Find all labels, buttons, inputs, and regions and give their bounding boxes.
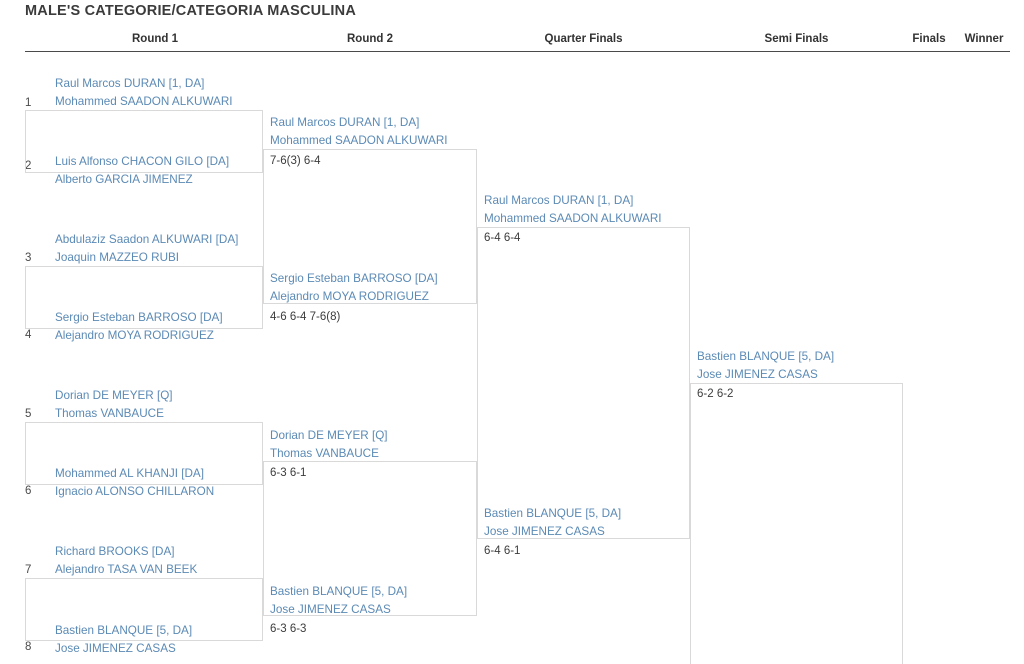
seed-number: 4 xyxy=(25,329,32,341)
round2-entry-2[interactable]: Sergio Esteban BARROSO [DA] Alejandro MO… xyxy=(270,270,438,305)
seed-number: 7 xyxy=(25,564,32,576)
bracket-connector-r1-m1 xyxy=(25,110,263,173)
column-header-round-1: Round 1 xyxy=(132,33,178,45)
match-score: 7-6(3) 6-4 xyxy=(270,155,321,167)
round1-entry-8[interactable]: Bastien BLANQUE [5, DA] Jose JIMENEZ CAS… xyxy=(55,622,192,657)
player-name[interactable]: Jose JIMENEZ CASAS xyxy=(484,524,605,538)
player-name[interactable]: Jose JIMENEZ CASAS xyxy=(270,602,391,616)
bracket-connector-r2-m2 xyxy=(263,461,477,616)
player-name[interactable]: Dorian DE MEYER [Q] xyxy=(55,389,173,402)
seed-number: 1 xyxy=(25,97,32,109)
player-name[interactable]: Thomas VANBAUCE xyxy=(270,446,379,460)
player-name[interactable]: Alejandro MOYA RODRIGUEZ xyxy=(270,289,429,303)
match-score: 6-2 6-2 xyxy=(697,388,734,400)
bracket-connector-r1-m4 xyxy=(25,578,263,641)
round2-entry-1[interactable]: Raul Marcos DURAN [1, DA] Mohammed SAADO… xyxy=(270,114,448,149)
player-name[interactable]: Jose JIMENEZ CASAS xyxy=(55,641,176,655)
player-name[interactable]: Alberto GARCIA JIMENEZ xyxy=(55,172,193,186)
match-score: 4-6 6-4 7-6(8) xyxy=(270,311,341,323)
player-name[interactable]: Mohammed SAADON ALKUWARI xyxy=(55,94,233,108)
player-name[interactable]: Alejandro MOYA RODRIGUEZ xyxy=(55,328,214,342)
player-name[interactable]: Thomas VANBAUCE xyxy=(55,406,164,420)
seed-number: 6 xyxy=(25,485,32,497)
quarter-final-entry-2[interactable]: Bastien BLANQUE [5, DA] Jose JIMENEZ CAS… xyxy=(484,505,621,540)
player-name[interactable]: Alejandro TASA VAN BEEK xyxy=(55,562,198,576)
player-name[interactable]: Mohammed AL KHANJI [DA] xyxy=(55,467,204,480)
round1-entry-4[interactable]: Sergio Esteban BARROSO [DA] Alejandro MO… xyxy=(55,309,223,344)
seed-number: 3 xyxy=(25,252,32,264)
bracket-connector-r2-m1 xyxy=(263,149,477,304)
player-name[interactable]: Raul Marcos DURAN [1, DA] xyxy=(484,194,634,207)
seed-number: 2 xyxy=(25,160,32,172)
player-name[interactable]: Richard BROOKS [DA] xyxy=(55,545,175,558)
player-name[interactable]: Ignacio ALONSO CHILLARON xyxy=(55,484,215,498)
page-title: MALE'S CATEGORIE/CATEGORIA MASCULINA xyxy=(25,3,356,19)
column-header-finals: Finals xyxy=(912,33,946,45)
player-name[interactable]: Joaquin MAZZEO RUBI xyxy=(55,250,180,264)
finals-entry-1[interactable] xyxy=(910,383,1010,403)
seed-number: 8 xyxy=(25,641,32,653)
column-header-round-2: Round 2 xyxy=(347,33,393,45)
semi-final-entry-1[interactable]: Bastien BLANQUE [5, DA] Jose JIMENEZ CAS… xyxy=(697,348,834,383)
round1-entry-6[interactable]: Mohammed AL KHANJI [DA] Ignacio ALONSO C… xyxy=(55,465,214,500)
player-name[interactable]: Jose JIMENEZ CASAS xyxy=(697,367,818,381)
player-name[interactable]: Mohammed SAADON ALKUWARI xyxy=(484,211,662,225)
column-header-winner: Winner xyxy=(964,33,1004,45)
header-divider xyxy=(25,51,1010,52)
bracket-connector-qf-m1 xyxy=(477,227,690,539)
player-name[interactable]: Sergio Esteban BARROSO [DA] xyxy=(270,272,438,285)
round1-entry-2[interactable]: Luis Alfonso CHACON GILO [DA] Alberto GA… xyxy=(55,153,229,188)
player-name[interactable]: Bastien BLANQUE [5, DA] xyxy=(270,585,408,598)
player-name[interactable]: Dorian DE MEYER [Q] xyxy=(270,429,388,442)
round2-entry-4[interactable]: Bastien BLANQUE [5, DA] Jose JIMENEZ CAS… xyxy=(270,583,407,618)
match-score: 6-4 6-1 xyxy=(484,545,521,557)
round1-entry-7[interactable]: Richard BROOKS [DA] Alejandro TASA VAN B… xyxy=(55,543,197,578)
round1-entry-3[interactable]: Abdulaziz Saadon ALKUWARI [DA] Joaquin M… xyxy=(55,231,238,266)
column-header-semi-finals: Semi Finals xyxy=(764,33,829,45)
player-name[interactable]: Abdulaziz Saadon ALKUWARI [DA] xyxy=(55,233,239,246)
player-name[interactable]: Luis Alfonso CHACON GILO [DA] xyxy=(55,155,230,168)
seed-number: 5 xyxy=(25,408,32,420)
player-name[interactable]: Raul Marcos DURAN [1, DA] xyxy=(55,77,205,90)
bracket-connector-sf-m1 xyxy=(690,383,903,664)
player-name[interactable]: Raul Marcos DURAN [1, DA] xyxy=(270,116,420,129)
match-score: 6-3 6-3 xyxy=(270,623,307,635)
player-name[interactable]: Bastien BLANQUE [5, DA] xyxy=(484,507,622,520)
match-score: 6-3 6-1 xyxy=(270,467,307,479)
player-name[interactable]: Bastien BLANQUE [5, DA] xyxy=(697,350,835,363)
round1-entry-1[interactable]: Raul Marcos DURAN [1, DA] Mohammed SAADO… xyxy=(55,75,233,110)
player-name[interactable]: Mohammed SAADON ALKUWARI xyxy=(270,133,448,147)
bracket-connector-r1-m3 xyxy=(25,422,263,485)
round1-entry-5[interactable]: Dorian DE MEYER [Q] Thomas VANBAUCE xyxy=(55,387,173,422)
quarter-final-entry-1[interactable]: Raul Marcos DURAN [1, DA] Mohammed SAADO… xyxy=(484,192,662,227)
round2-entry-3[interactable]: Dorian DE MEYER [Q] Thomas VANBAUCE xyxy=(270,427,388,462)
bracket-connector-r1-m2 xyxy=(25,266,263,329)
column-header-quarter-finals: Quarter Finals xyxy=(544,33,623,45)
player-name[interactable]: Sergio Esteban BARROSO [DA] xyxy=(55,311,223,324)
match-score: 6-4 6-4 xyxy=(484,232,521,244)
player-name[interactable]: Bastien BLANQUE [5, DA] xyxy=(55,624,193,637)
